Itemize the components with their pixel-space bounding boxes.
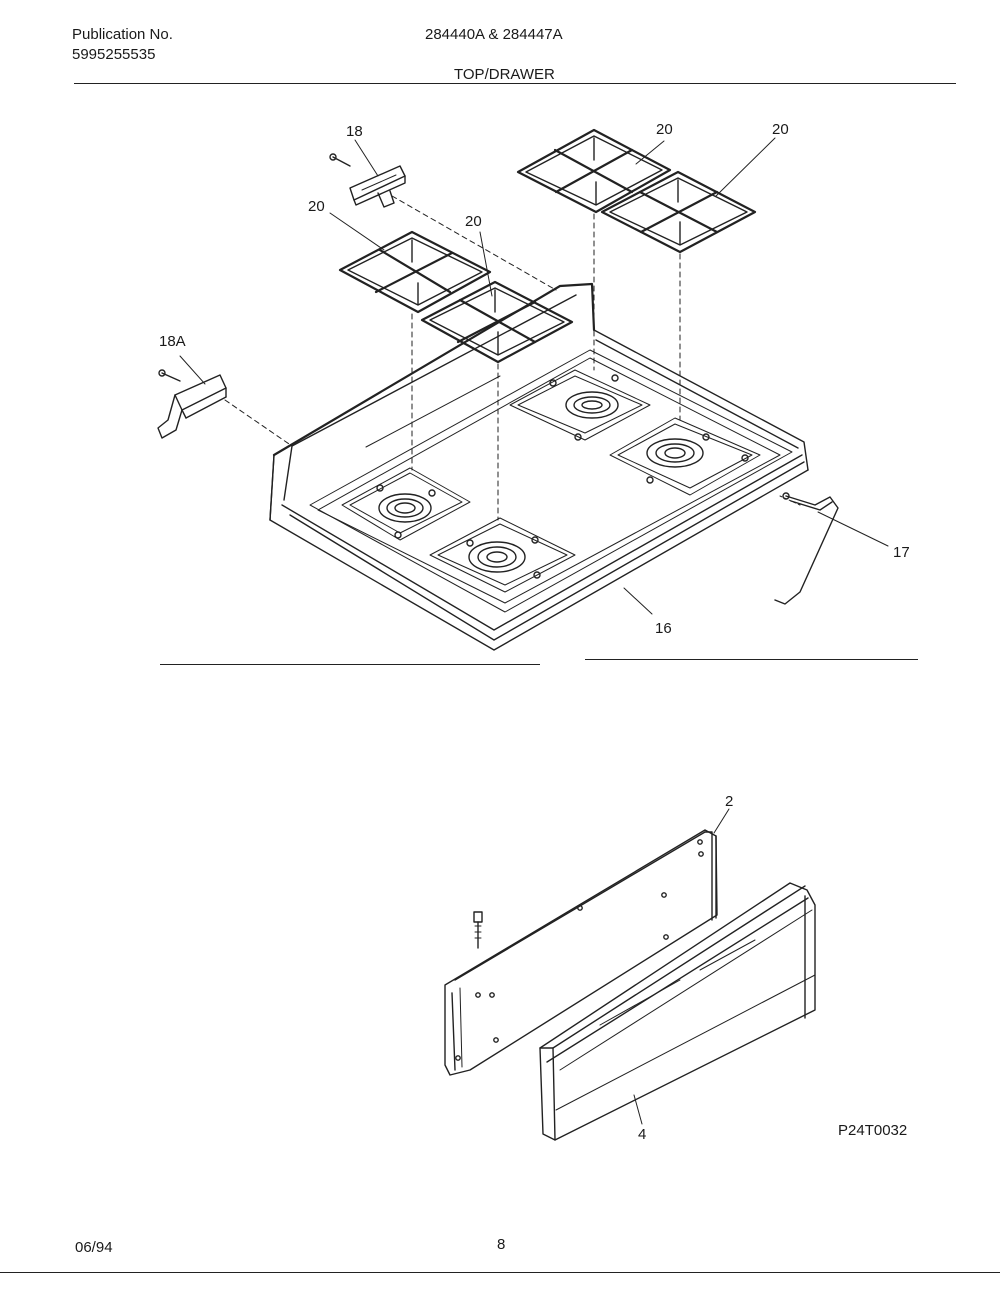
- publication-number: 5995255535: [72, 46, 156, 63]
- footer-date: 06/94: [75, 1239, 113, 1256]
- grate-left-front: [420, 280, 574, 364]
- grate-left-rear: [338, 230, 492, 314]
- leader-20-d: [715, 137, 776, 197]
- model-numbers: 284440A & 284447A: [425, 26, 563, 43]
- bracket-18a: [157, 355, 227, 439]
- cooktop-top-panel: [269, 282, 809, 651]
- grate-right-rear: [516, 128, 672, 214]
- figure-code: P24T0032: [838, 1122, 908, 1139]
- footer-rule: [0, 1272, 1000, 1273]
- separator-right: [585, 659, 918, 660]
- burner-back-right: [609, 417, 761, 496]
- grate-right-front: [600, 170, 757, 254]
- burner-back-left: [509, 369, 651, 441]
- callout-20-a: 20: [308, 198, 325, 215]
- drawer-back-panel-2: [444, 808, 730, 1076]
- callout-20-c: 20: [656, 121, 673, 138]
- leader-20-c: [635, 140, 665, 165]
- callout-17: 17: [893, 544, 910, 561]
- drawer-front-4: [539, 882, 816, 1141]
- publication-label: Publication No.: [72, 26, 173, 43]
- callout-20-d: 20: [772, 121, 789, 138]
- leader-20-a: [329, 212, 385, 251]
- callout-2: 2: [725, 793, 733, 810]
- callout-20-b: 20: [465, 213, 482, 230]
- callout-18: 18: [346, 123, 363, 140]
- alignment-lines: [224, 195, 801, 521]
- header-rule: [74, 83, 956, 84]
- section-title: TOP/DRAWER: [454, 66, 555, 83]
- callout-16: 16: [655, 620, 672, 637]
- callout-4: 4: [638, 1126, 646, 1143]
- burner-front-left: [341, 467, 471, 541]
- wire-rod-17: [774, 492, 889, 605]
- leader-16: [623, 587, 653, 615]
- burner-front-right: [429, 517, 576, 593]
- callout-18a: 18A: [159, 333, 186, 350]
- leader-20-b: [479, 231, 493, 297]
- separator-left: [160, 664, 540, 665]
- bracket-18: [329, 139, 406, 208]
- page-number: 8: [497, 1236, 506, 1253]
